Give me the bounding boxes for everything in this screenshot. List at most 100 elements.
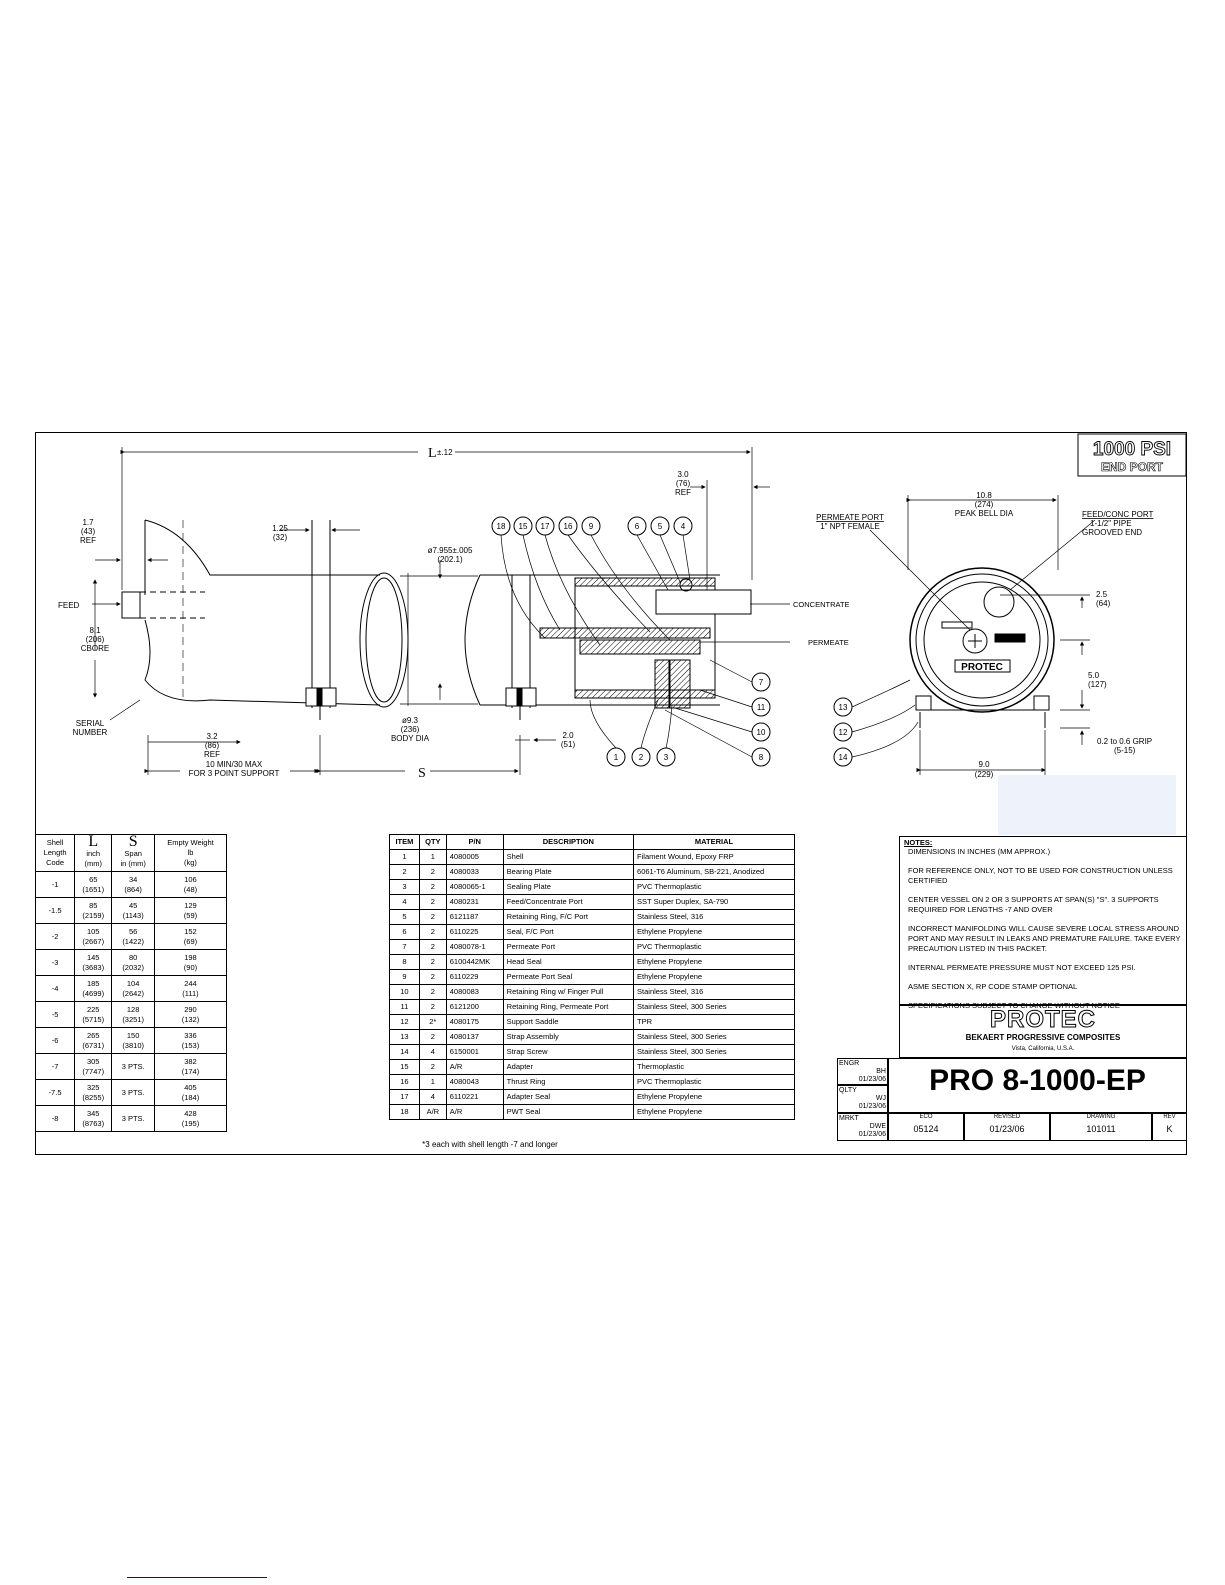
svg-text:(236): (236): [401, 725, 420, 734]
svg-text:FEED/CONC PORT: FEED/CONC PORT: [1082, 510, 1154, 519]
svg-text:5: 5: [658, 522, 663, 531]
svg-text:(76): (76): [676, 479, 691, 488]
shell-cell: -2: [34, 923, 76, 950]
parts-cell: 11: [389, 999, 420, 1015]
parts-cell: 4080033: [445, 864, 504, 880]
svg-text:REF: REF: [80, 536, 96, 545]
parts-cell: PVC Thermoplastic: [633, 1074, 795, 1090]
parts-cell: Retaining Ring w/ Finger Pull: [502, 984, 635, 1000]
parts-cell: 2: [418, 1029, 447, 1045]
svg-text:10 MIN/30 MAX: 10 MIN/30 MAX: [206, 760, 263, 769]
svg-text:(274): (274): [975, 500, 994, 509]
parts-cell: 2: [418, 1059, 447, 1075]
parts-cell: Ethylene Propylene: [633, 1104, 795, 1120]
parts-cell: TPR: [633, 1014, 795, 1030]
svg-text:14: 14: [839, 753, 848, 762]
svg-text:GROOVED END: GROOVED END: [1082, 528, 1142, 537]
parts-cell: 4: [418, 1044, 447, 1060]
shell-cell: 129(59): [153, 897, 228, 924]
parts-cell: 18: [389, 1104, 420, 1120]
psi-rating: 1000 PSI: [1093, 439, 1171, 460]
svg-text:9.0: 9.0: [978, 760, 990, 769]
parts-cell: Seal, F/C Port: [502, 924, 635, 940]
parts-footnote: *3 each with shell length -7 and longer: [422, 1140, 558, 1149]
svg-text:BODY DIA: BODY DIA: [391, 734, 430, 743]
svg-text:(43): (43): [81, 527, 96, 536]
shell-cell: 345(8763): [74, 1105, 113, 1132]
note-item: DIMENSIONS IN INCHES (MM APPROX.): [908, 847, 1051, 856]
shell-cell: 56(1422): [111, 923, 155, 950]
svg-text:(5-15): (5-15): [1114, 746, 1136, 755]
parts-cell: 3: [389, 879, 420, 895]
shell-cell: -3: [34, 949, 76, 976]
parts-cell: 2: [418, 924, 447, 940]
parts-cell: Stainless Steel, 300 Series: [633, 999, 795, 1015]
svg-text:13: 13: [839, 703, 848, 712]
parts-cell: 15: [389, 1059, 420, 1075]
svg-text:PERMEATE PORT: PERMEATE PORT: [816, 513, 884, 522]
parts-cell: 2: [418, 939, 447, 955]
parts-cell: 6110225: [445, 924, 504, 940]
parts-cell: Stainless Steel, 300 Series: [633, 1044, 795, 1060]
parts-cell: Adapter Seal: [502, 1089, 635, 1105]
shell-cell: 150(3810): [111, 1027, 155, 1054]
svg-text:11: 11: [757, 703, 766, 712]
svg-text:(32): (32): [273, 533, 288, 542]
parts-cell: 2: [418, 984, 447, 1000]
parts-cell: 1: [418, 849, 447, 865]
parts-cell: Support Saddle: [502, 1014, 635, 1030]
company-location: Vista, California, U.S.A.: [1011, 1046, 1075, 1052]
parts-cell: 2: [418, 864, 447, 880]
parts-cell: Strap Screw: [502, 1044, 635, 1060]
svg-text:5.0: 5.0: [1088, 671, 1100, 680]
drawing-sheet-border: [35, 432, 1187, 1155]
revised-cell: REVISED 01/23/06: [964, 1113, 1050, 1141]
note-item: CENTER VESSEL ON 2 OR 3 SUPPORTS AT SPAN…: [908, 895, 1159, 914]
shell-cell: -7.5: [34, 1079, 76, 1106]
parts-cell: 6150001: [445, 1044, 504, 1060]
parts-header: MATERIAL: [633, 834, 795, 850]
shell-cell: 405(184): [153, 1079, 228, 1106]
note-item: ASME SECTION X, RP CODE STAMP OPTIONAL: [908, 982, 1078, 991]
parts-cell: Permeate Port Seal: [502, 969, 635, 985]
svg-text:(86): (86): [205, 741, 220, 750]
svg-text:PERMEATE: PERMEATE: [808, 638, 849, 647]
svg-text:12: 12: [839, 728, 848, 737]
parts-cell: 6100442MK: [445, 954, 504, 970]
parts-cell: 2*: [418, 1014, 447, 1030]
parts-cell: Ethylene Propylene: [633, 924, 795, 940]
parts-cell: Thermoplastic: [633, 1059, 795, 1075]
parts-cell: 16: [389, 1074, 420, 1090]
svg-text:8.1: 8.1: [89, 626, 101, 635]
svg-text:2.5: 2.5: [1096, 590, 1108, 599]
svg-text:ø7.955±.005: ø7.955±.005: [428, 546, 473, 555]
svg-text:2: 2: [639, 753, 644, 762]
parts-cell: 2: [418, 909, 447, 925]
shell-cell: 34(864): [111, 871, 155, 898]
parts-cell: 4080175: [445, 1014, 504, 1030]
svg-text:PROTEC: PROTEC: [961, 662, 1003, 673]
parts-cell: 12: [389, 1014, 420, 1030]
support-saddles: [305, 687, 537, 720]
svg-text:REF: REF: [675, 488, 691, 497]
parts-cell: 1: [389, 849, 420, 865]
parts-header: DESCRIPTION: [502, 834, 635, 850]
svg-text:4: 4: [681, 522, 686, 531]
svg-text:REF: REF: [204, 750, 220, 759]
parts-cell: Shell: [502, 849, 635, 865]
shell-cell: 152(69): [153, 923, 228, 950]
svg-text:8: 8: [759, 753, 764, 762]
